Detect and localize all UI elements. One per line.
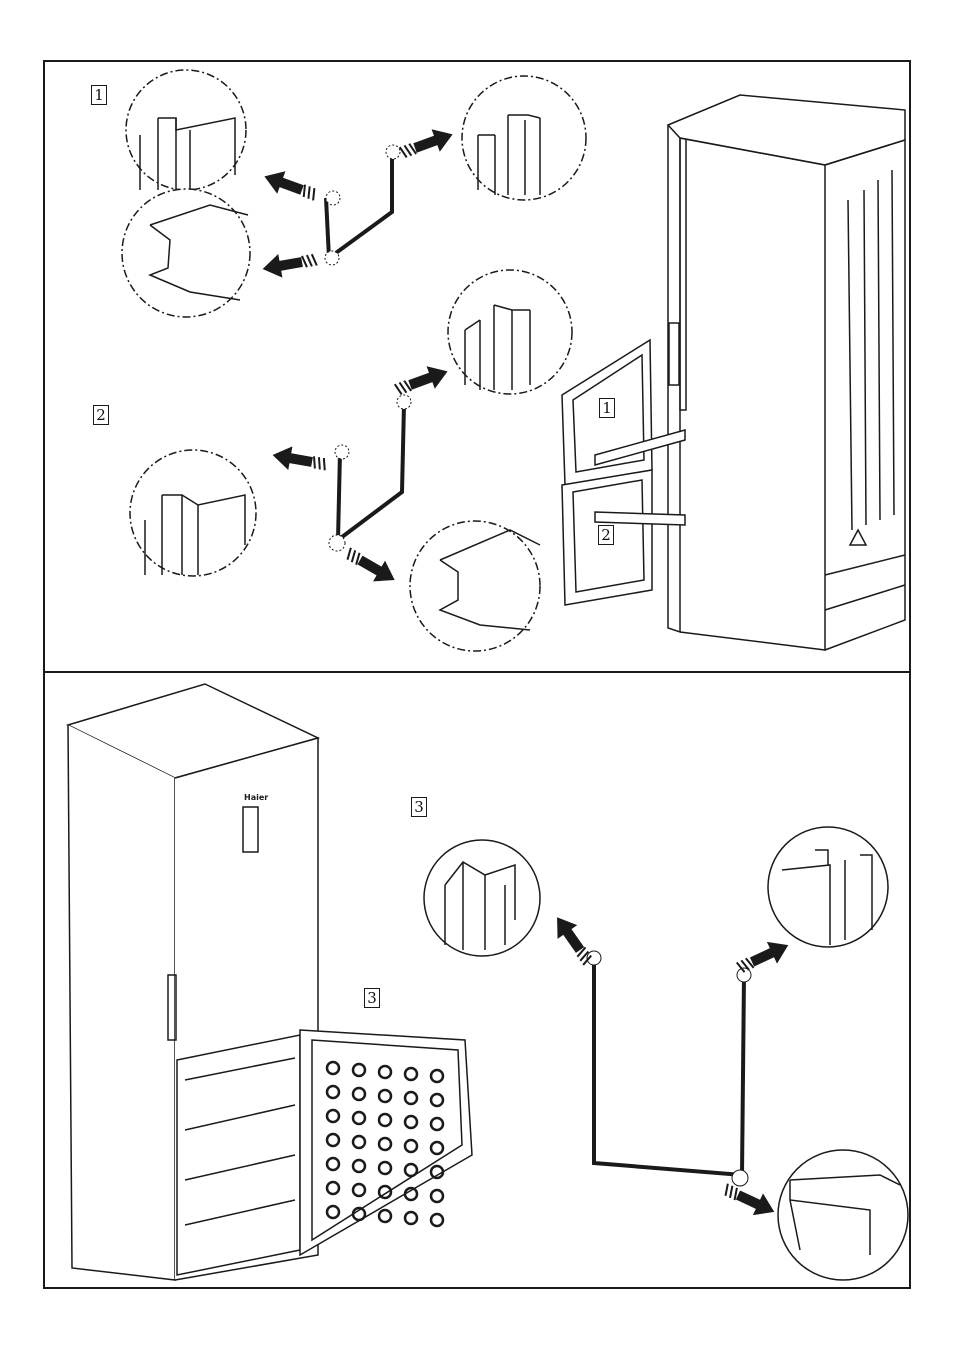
detail-circle-3c (778, 1150, 908, 1280)
detail-circle-3b (768, 827, 888, 947)
arrow-icon (393, 360, 452, 401)
dimple (431, 1190, 443, 1202)
refrigerator-bottom (68, 684, 318, 1280)
gasket-1 (326, 152, 392, 258)
detail-circle-2a (448, 270, 572, 394)
step-label-3: 3 (411, 797, 427, 817)
arrow-icon (261, 248, 318, 281)
detail-circle-3a (424, 840, 540, 956)
fridge-door-2 (562, 470, 685, 605)
detail-circle-1a (126, 70, 246, 190)
door-label-1: 1 (599, 398, 615, 418)
dimple (379, 1210, 391, 1222)
refrigerator-top (668, 95, 905, 650)
dimple (405, 1212, 417, 1224)
detail-circle-2c (410, 521, 540, 651)
detail-circle-2b (130, 450, 256, 576)
arrow-icon (260, 165, 319, 206)
fridge-door-1 (562, 340, 685, 485)
arrow-icon (342, 543, 401, 591)
gasket-2 (338, 404, 404, 540)
detail-circle-1c (462, 76, 586, 200)
arrow-icon (398, 123, 457, 164)
door-label-3: 3 (364, 988, 380, 1008)
brand-text: Haier (244, 793, 268, 802)
door-label-2: 2 (598, 525, 614, 545)
arrow-icon (720, 1178, 779, 1223)
dimple (431, 1214, 443, 1226)
gasket-3 (594, 960, 744, 1175)
step-label-2: 2 (93, 405, 109, 425)
step-label-1: 1 (91, 85, 107, 105)
detail-circle-1b (122, 189, 250, 317)
arrow-icon (271, 443, 328, 476)
